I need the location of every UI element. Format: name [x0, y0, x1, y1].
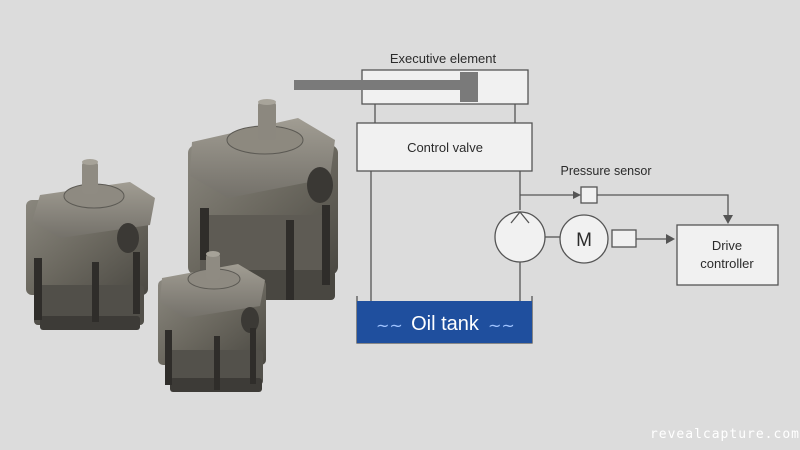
control-valve-label: Control valve	[407, 140, 483, 155]
sensor-to-controller-line	[597, 194, 729, 217]
pressure-sensor-box	[580, 186, 598, 204]
encoder-to-controller-arrow	[666, 234, 675, 244]
sensor-to-controller-arrow	[723, 215, 733, 224]
executive-element-cylinder	[294, 69, 529, 105]
pressure-sensor-label: Pressure sensor	[560, 164, 651, 178]
motor-encoder-box	[611, 229, 637, 248]
drive-controller-box	[676, 224, 779, 286]
oil-wave-left-icon: ~~	[376, 316, 403, 335]
pump-symbol	[494, 211, 546, 263]
small-gear-pump	[26, 159, 155, 330]
motor-symbol	[559, 214, 609, 264]
oil-tank: ~~ ~~ Oil tank	[356, 296, 533, 344]
oil-wave-right-icon: ~~	[488, 316, 515, 335]
watermark-text: revealcapture.com	[649, 427, 800, 442]
drive-controller-label-line1: Drive	[712, 238, 742, 253]
oil-tank-label: Oil tank	[411, 313, 480, 335]
front-gear-pump	[158, 251, 266, 392]
sensor-branch-arrow	[573, 191, 581, 199]
executive-element-label: Executive element	[390, 51, 497, 66]
control-valve-box	[356, 122, 533, 172]
drive-controller-label-line2: controller	[700, 256, 754, 271]
motor-label: M	[576, 230, 592, 251]
pump-direction-icon	[510, 210, 530, 224]
